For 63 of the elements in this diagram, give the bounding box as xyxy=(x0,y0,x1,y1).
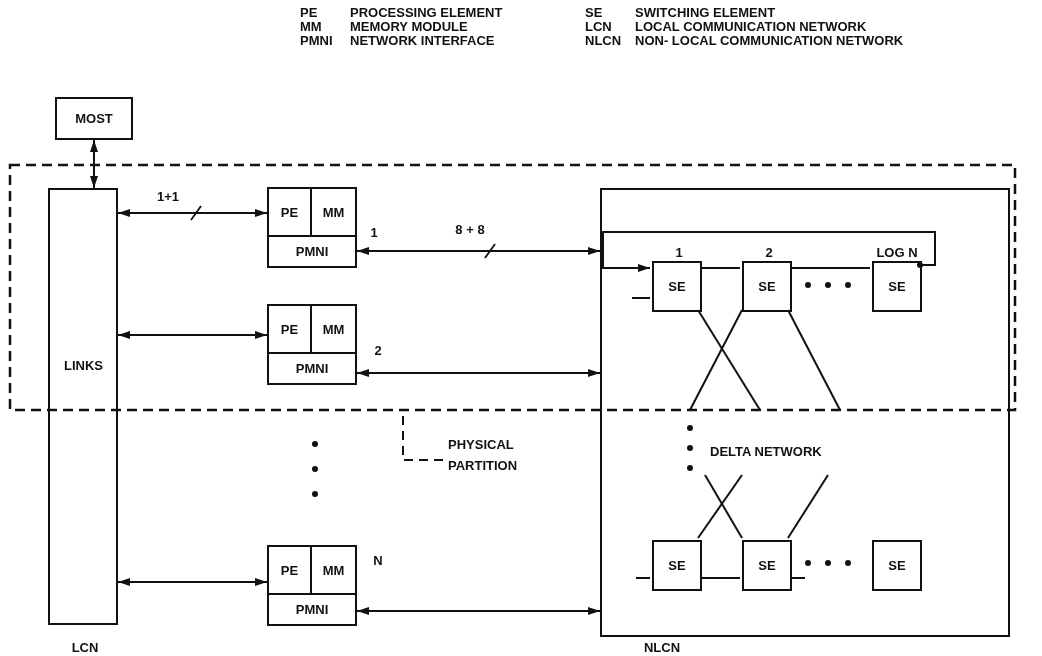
abbreviation: PMNI xyxy=(300,34,333,47)
abbreviation-definition: NON- LOCAL COMMUNICATION NETWORK xyxy=(635,34,904,47)
connector xyxy=(90,139,98,189)
cell-label: PMNI xyxy=(294,360,330,379)
connector xyxy=(117,331,268,339)
abbreviation-definition: MEMORY MODULE xyxy=(350,20,468,33)
node-caption: N xyxy=(373,552,383,568)
box-label: SE xyxy=(758,558,776,573)
abbreviation-definition: NETWORK INTERFACE xyxy=(350,34,495,47)
connector xyxy=(117,578,268,586)
abbreviation-definition: PROCESSING ELEMENT xyxy=(350,6,503,19)
abbreviation: SE xyxy=(585,6,603,19)
connector xyxy=(787,474,829,539)
abbreviation-definition: LOCAL COMMUNICATION NETWORK xyxy=(635,20,867,33)
node-caption: LCN xyxy=(71,639,99,655)
network-label: DELTA NETWORK xyxy=(710,444,822,460)
box-label: LINKS xyxy=(64,358,103,374)
partition-label: PHYSICAL PARTITION xyxy=(448,435,519,475)
node-caption: 1 xyxy=(370,224,378,240)
node-caption: LOG N xyxy=(876,244,918,260)
abbreviation: NLCN xyxy=(585,34,622,47)
connector xyxy=(704,474,743,539)
cell-label: PMNI xyxy=(294,243,330,262)
box-label: SE xyxy=(668,558,686,573)
switching-element-box xyxy=(872,540,922,591)
connector xyxy=(789,267,871,269)
connector xyxy=(699,577,741,579)
abbreviation: LCN xyxy=(585,20,612,33)
box-label: SE xyxy=(758,279,776,294)
node-caption: NLCN xyxy=(643,639,681,655)
box-label: SE xyxy=(888,558,906,573)
cell-label: PMNI xyxy=(294,601,330,620)
connector xyxy=(697,309,761,411)
connector xyxy=(697,474,743,539)
switching-element-box xyxy=(652,540,702,591)
abbreviation-definition: SWITCHING ELEMENT xyxy=(635,6,776,19)
node-caption: 2 xyxy=(765,244,773,260)
switching-element-box xyxy=(742,540,792,591)
abbreviation: PE xyxy=(300,6,318,19)
box-label: SE xyxy=(888,279,906,294)
connector xyxy=(699,267,741,269)
box-label: SE xyxy=(668,279,686,294)
node-caption: 2 xyxy=(374,342,382,358)
connector xyxy=(631,297,651,299)
cell-label: PE xyxy=(269,547,312,596)
connector xyxy=(356,369,601,377)
node-caption: 1 xyxy=(675,244,683,260)
process-box xyxy=(55,97,133,140)
abbreviation: MM xyxy=(300,20,322,33)
connector xyxy=(789,577,806,579)
cell-label: PE xyxy=(269,189,312,238)
box-label: MOST xyxy=(75,111,113,126)
connector xyxy=(689,309,743,411)
cell-label: MM xyxy=(312,189,355,238)
connector xyxy=(117,209,268,217)
connector xyxy=(787,309,841,411)
cell-label: MM xyxy=(312,547,355,596)
cell-label: PE xyxy=(269,306,312,355)
cell-label: MM xyxy=(312,306,355,355)
connector xyxy=(356,607,601,615)
connector xyxy=(635,577,651,579)
connector xyxy=(602,231,936,272)
connector xyxy=(356,247,601,255)
